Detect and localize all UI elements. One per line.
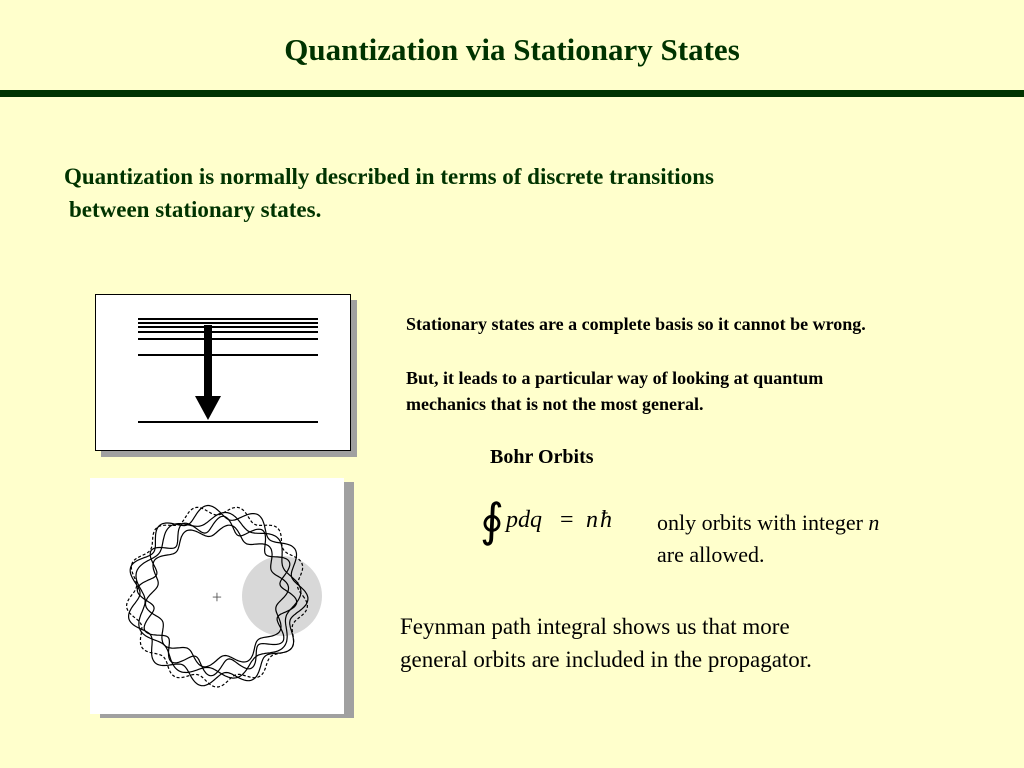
transition-arrow-icon: [195, 325, 221, 420]
feynman-line-2: general orbits are included in the propa…: [400, 647, 812, 672]
orbit-diagram: +: [90, 478, 344, 714]
contour-integral-symbol: ∮: [480, 493, 504, 547]
energy-levels-icon: [138, 318, 318, 423]
orbit-path: [127, 504, 309, 687]
slide-title: Quantization via Stationary States: [284, 32, 740, 67]
formula-hbar: ħ: [600, 507, 612, 533]
only-orbits-text: only orbits with integer n are allowed.: [657, 507, 987, 571]
feynman-text: Feynman path integral shows us that more…: [400, 610, 1000, 676]
shaded-region: [242, 556, 322, 636]
bohr-orbits-label: Bohr Orbits: [490, 446, 594, 468]
center-mark: +: [212, 587, 222, 607]
formula-equals: =: [560, 507, 574, 533]
note-line-1: But, it leads to a particular way of loo…: [406, 368, 824, 388]
formula-n: n: [586, 507, 598, 533]
orbit-path: [144, 524, 290, 668]
title-divider: [0, 90, 1024, 97]
note-complete-basis: Stationary states are a complete basis s…: [406, 314, 866, 334]
intro-text: Quantization is normally described in te…: [64, 160, 944, 226]
orbit-path: [135, 511, 302, 679]
orbit-path: [125, 506, 309, 688]
feynman-line-1: Feynman path integral shows us that more: [400, 614, 790, 639]
note-not-general: But, it leads to a particular way of loo…: [406, 365, 1016, 417]
energy-level-diagram: [95, 294, 351, 451]
orbit-path: [136, 515, 298, 677]
formula-lhs: pdq: [504, 507, 542, 533]
intro-line-1: Quantization is normally described in te…: [64, 164, 714, 189]
note-line-2: mechanics that is not the most general.: [406, 394, 704, 414]
intro-line-2: between stationary states.: [69, 197, 322, 222]
wavy-orbits-icon: +: [125, 504, 322, 688]
integer-n: n: [868, 510, 880, 535]
only-orbits-pre: only orbits with integer: [657, 510, 869, 535]
quantization-formula: ∮ pdq = n ħ: [480, 492, 640, 548]
only-orbits-post: are allowed.: [657, 542, 765, 567]
